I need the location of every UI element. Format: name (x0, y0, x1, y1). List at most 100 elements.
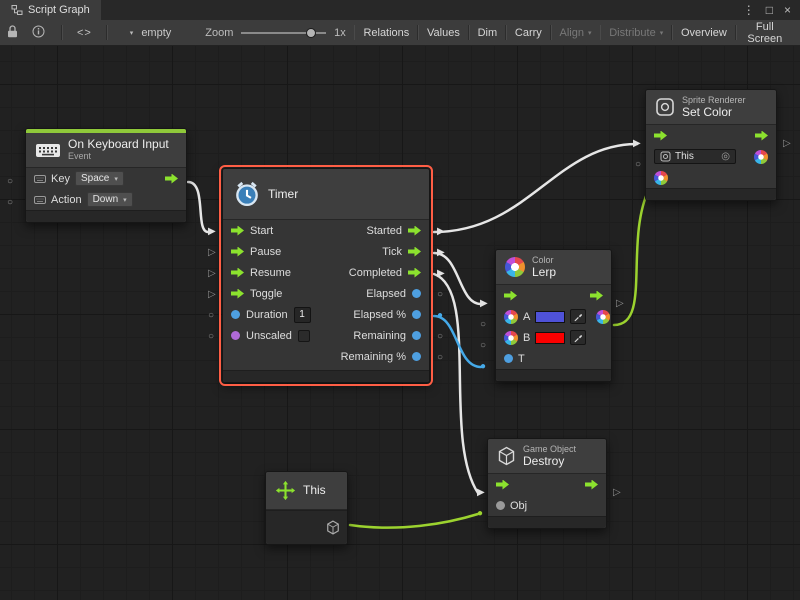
timer-unscaled-marker[interactable]: ○ (208, 331, 215, 342)
duration-in-port[interactable] (231, 310, 240, 319)
node-color-lerp[interactable]: Color Lerp A B (495, 249, 612, 382)
setcolor-target-field[interactable]: This ◎ (654, 149, 736, 164)
destroy-enter-marker[interactable]: ▶ (477, 487, 485, 498)
lerp-b-in-port[interactable] (504, 330, 518, 345)
remaining-out-port[interactable] (412, 331, 421, 340)
setcolor-exit-port[interactable] (755, 130, 768, 141)
setcolor-exit-marker[interactable]: ▷ (783, 138, 791, 149)
zoom-label: Zoom (205, 26, 234, 39)
lerp-enter-marker[interactable]: ▶ (480, 298, 488, 309)
chevron-down-icon: ▾ (123, 196, 127, 204)
start-in-port[interactable] (231, 225, 244, 236)
wire-lerp-to-setcolor-color[interactable] (612, 187, 651, 327)
pause-in-port[interactable] (231, 246, 244, 257)
lerp-exit-marker[interactable]: ▷ (616, 298, 624, 309)
code-view-icon[interactable]: <> (76, 26, 92, 39)
object-picker-icon[interactable]: ◎ (721, 150, 730, 162)
window-menu-icon[interactable]: ⋮ (742, 3, 755, 17)
elapsed-out-port[interactable] (412, 289, 421, 298)
destroy-obj-in-port[interactable] (496, 501, 505, 510)
color-swatch-b[interactable] (535, 331, 566, 344)
tick-out-port[interactable] (408, 246, 421, 257)
destroy-obj-marker[interactable]: ● (477, 508, 484, 519)
wire-this-to-obj[interactable] (348, 512, 480, 529)
setcolor-enter-marker[interactable]: ▶ (633, 138, 641, 149)
graph-canvas[interactable]: On Keyboard Input Event Key Space ▾ (0, 46, 800, 600)
timer-pause-marker[interactable]: ▷ (208, 247, 216, 258)
setcolor-target-marker[interactable]: ○ (635, 159, 642, 170)
node-set-color[interactable]: Sprite Renderer Set Color This ◎ (645, 89, 777, 201)
event-trigger-out-port[interactable] (165, 173, 178, 184)
lerp-b-marker[interactable]: ○ (480, 340, 487, 351)
distribute-button[interactable]: Distribute▾ (601, 20, 671, 45)
lerp-enter-port[interactable] (504, 290, 517, 301)
eyedropper-icon[interactable] (570, 309, 587, 324)
wire-started-to-setcolor[interactable] (432, 142, 639, 234)
node-timer[interactable]: Timer Start Started Pause Tick Resume Co… (219, 165, 433, 386)
lerp-t-in-port[interactable] (504, 354, 513, 363)
timer-start-marker[interactable]: ▶ (208, 226, 216, 237)
zoom-slider-handle[interactable] (305, 27, 316, 38)
duration-input[interactable] (293, 306, 311, 323)
overview-button[interactable]: Overview (673, 20, 735, 45)
values-button[interactable]: Values (419, 20, 468, 45)
close-icon[interactable]: × (783, 3, 791, 17)
lock-icon[interactable] (7, 24, 18, 41)
lerp-result-out-port[interactable] (596, 309, 611, 324)
timer-duration-marker[interactable]: ○ (208, 310, 215, 321)
destroy-enter-port[interactable] (496, 479, 509, 490)
dim-button[interactable]: Dim (470, 20, 506, 45)
timer-elapsed-pct-marker[interactable]: ● (437, 310, 444, 321)
lerp-t-marker[interactable]: ● (480, 361, 487, 372)
timer-tick-marker[interactable]: ▶ (437, 247, 445, 258)
unscaled-checkbox[interactable] (297, 329, 310, 342)
completed-out-port[interactable] (408, 267, 421, 278)
toggle-in-port[interactable] (231, 288, 244, 299)
game-object-out-port-icon[interactable] (326, 520, 340, 535)
setcolor-color-in-port[interactable] (654, 170, 668, 185)
started-out-port[interactable] (408, 225, 421, 236)
zoom-slider[interactable] (241, 27, 327, 39)
info-icon[interactable] (32, 25, 45, 41)
node-destroy[interactable]: Game Object Destroy Obj (487, 438, 607, 529)
graph-name[interactable]: empty (141, 26, 172, 39)
key-dropdown[interactable]: Space ▾ (74, 171, 124, 186)
timer-resume-marker[interactable]: ▷ (208, 268, 216, 279)
relations-button[interactable]: Relations (355, 20, 417, 45)
wire-completed-to-destroy[interactable] (432, 272, 480, 495)
carry-button[interactable]: Carry (507, 20, 550, 45)
setcolor-enter-port[interactable] (654, 130, 667, 141)
node-this[interactable]: This (265, 471, 348, 545)
remaining-pct-out-port[interactable] (412, 352, 421, 361)
timer-toggle-marker[interactable]: ▷ (208, 289, 216, 300)
elapsed-pct-out-port[interactable] (412, 310, 421, 319)
full-screen-button[interactable]: Full Screen (737, 20, 794, 45)
wire-elapsed-pct-to-t[interactable] (432, 314, 483, 369)
wire-keyboard-to-timer-start[interactable] (186, 180, 210, 234)
wire-tick-to-lerp[interactable] (432, 251, 483, 306)
lerp-a-marker[interactable]: ○ (480, 319, 487, 330)
destroy-exit-marker[interactable]: ▷ (613, 487, 621, 498)
timer-completed-marker[interactable]: ▶ (437, 268, 445, 279)
color-swatch-a[interactable] (535, 310, 566, 323)
timer-started-marker[interactable]: ▶ (437, 226, 445, 237)
tab-script-graph[interactable]: Script Graph (0, 0, 101, 20)
action-dropdown[interactable]: Down ▾ (86, 192, 133, 207)
timer-remaining-marker[interactable]: ○ (437, 331, 444, 342)
destroy-exit-port[interactable] (585, 479, 598, 490)
zoom-slider-track[interactable] (241, 31, 327, 34)
maximize-icon[interactable]: □ (765, 3, 773, 17)
lerp-a-in-port[interactable] (504, 309, 518, 324)
timer-remaining-pct-marker[interactable]: ○ (437, 352, 444, 363)
unscaled-in-port[interactable] (231, 331, 240, 340)
timer-elapsed-marker[interactable]: ○ (437, 289, 444, 300)
eyedropper-icon[interactable] (570, 330, 587, 345)
lerp-exit-port[interactable] (590, 290, 603, 301)
key-input-port-marker[interactable]: ○ (7, 176, 14, 187)
chevron-down-icon[interactable]: ▾ (129, 29, 134, 37)
resume-in-port[interactable] (231, 267, 244, 278)
align-button[interactable]: Align▾ (552, 20, 600, 45)
setcolor-target-out-port[interactable] (754, 149, 768, 164)
node-on-keyboard-input[interactable]: On Keyboard Input Event Key Space ▾ (25, 128, 187, 223)
action-input-port-marker[interactable]: ○ (7, 197, 14, 208)
